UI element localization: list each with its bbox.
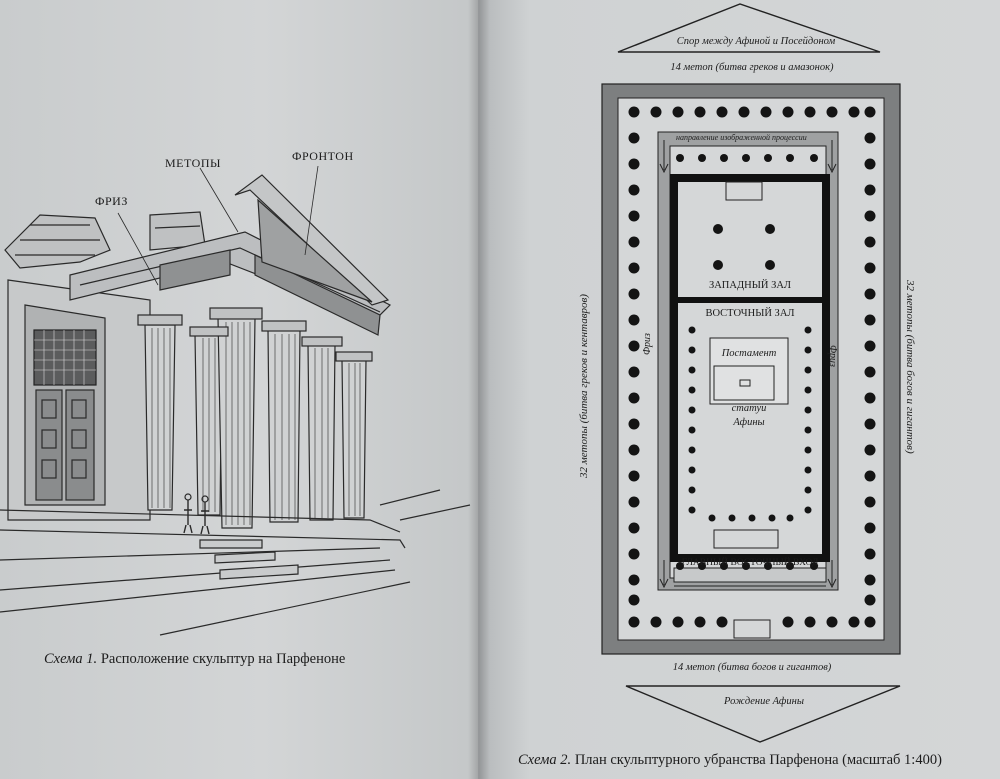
- right-page: Спор между Афиной и Посейдоном 14 метоп …: [478, 0, 1000, 779]
- frieze-right-label: Фриз: [827, 345, 838, 367]
- frieze-left-label: Фриз: [642, 333, 653, 355]
- parthenon-perspective-drawing: [0, 165, 471, 636]
- figure-2-caption-text: План скульптурного убранства Парфенона (…: [574, 752, 942, 768]
- west-metopes-label: 14 метоп (битва греков и амазонок): [670, 62, 834, 73]
- main-east-entrance-label: ГЛАВНЫЙ ВОСТОЧНЫЙ ВХОД: [681, 558, 819, 568]
- parthenon-plan-drawing: [601, 3, 901, 743]
- pediment-label: ФРОНТОН: [292, 149, 354, 163]
- pedestal-label: Постамент: [721, 348, 777, 359]
- figure-2-caption: Схема 2. План скульптурного убранства Па…: [518, 752, 942, 769]
- frieze-label: ФРИЗ: [95, 194, 128, 208]
- south-metopes-label: 32 метопы (битва богов и гигантов): [904, 280, 916, 454]
- east-metopes-label: 14 метоп (битва богов и гигантов): [672, 662, 832, 673]
- pediment-west-label: Спор между Афиной и Посейдоном: [676, 36, 836, 47]
- figure-1-caption-text: Расположение скульптур на Парфеноне: [100, 651, 346, 667]
- statue-label-line2: Афины: [733, 417, 765, 428]
- figure-2-caption-prefix: Схема 2.: [518, 752, 572, 768]
- figure-1-caption-prefix: Схема 1.: [44, 651, 98, 667]
- north-metopes-label: 32 метопы (битва греков и кентавров): [578, 294, 590, 478]
- book-gutter-shadow: [468, 0, 490, 779]
- pediment-east-label: Рождение Афины: [724, 696, 804, 707]
- left-page: ФРИЗ МЕТОПЫ ФРОНТОН Схема 1. Расположени…: [0, 0, 478, 779]
- metopes-label: МЕТОПЫ: [165, 156, 221, 170]
- statue-label-line1: статуи: [731, 403, 767, 414]
- east-hall-label: ВОСТОЧНЫЙ ЗАЛ: [705, 308, 795, 319]
- west-hall-label: ЗАПАДНЫЙ ЗАЛ: [708, 280, 792, 291]
- figure-1-caption: Схема 1. Расположение скульптур на Парфе…: [44, 651, 345, 668]
- frieze-direction-note: направление изображенной процессии: [676, 133, 807, 142]
